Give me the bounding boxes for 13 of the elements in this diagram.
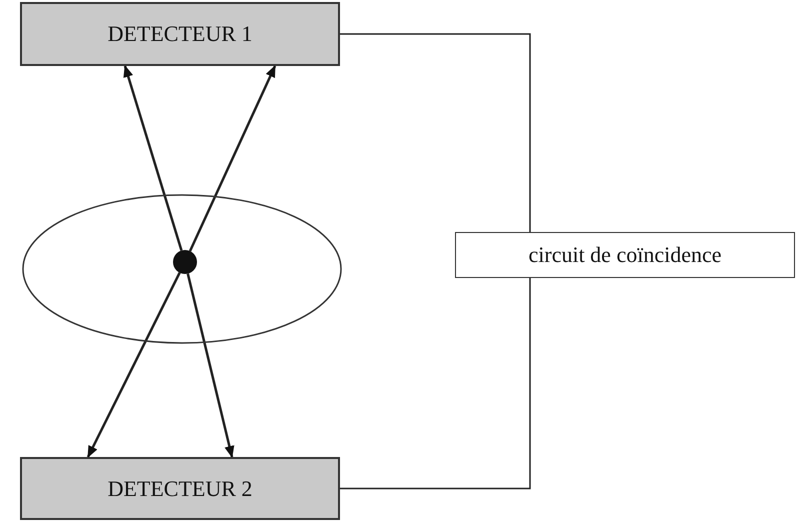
arrow bbox=[123, 65, 183, 251]
circuit-box bbox=[455, 232, 795, 278]
node-label: circuit de coïncidence bbox=[528, 242, 722, 268]
detector-box bbox=[20, 2, 340, 66]
arrow bbox=[188, 65, 276, 252]
connector-line bbox=[340, 33, 531, 232]
arrow bbox=[186, 273, 234, 458]
node-label: DETECTEUR 2 bbox=[108, 476, 252, 502]
arrow bbox=[86, 272, 181, 458]
source-dot bbox=[173, 250, 197, 274]
node-label: DETECTEUR 1 bbox=[108, 21, 252, 47]
connector-line bbox=[340, 278, 531, 490]
detector-box bbox=[20, 457, 340, 520]
